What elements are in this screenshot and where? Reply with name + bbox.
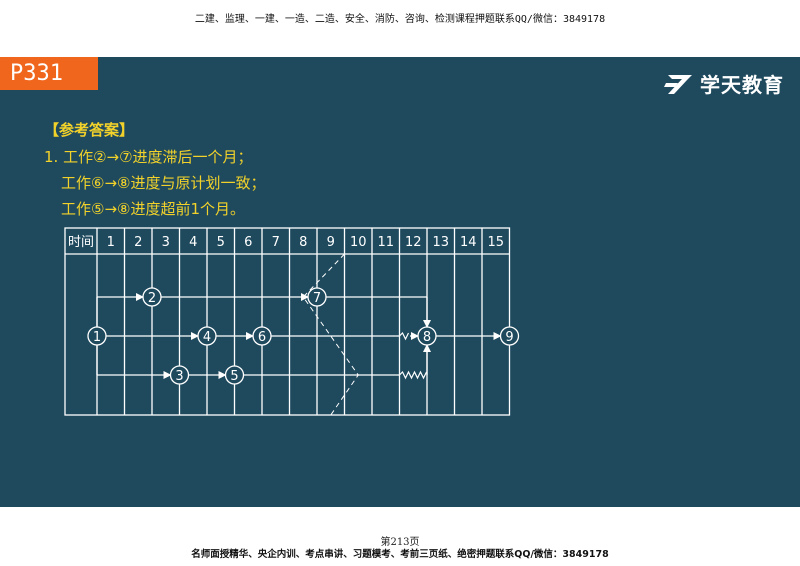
free-float-6-8 — [399, 331, 410, 341]
network-node-label: 8 — [423, 330, 431, 345]
answer-line-3: 工作⑤→⑧进度超前1个月。 — [61, 200, 246, 218]
network-node-1 — [87, 326, 107, 346]
time-column-label: 9 — [327, 235, 335, 250]
network-node-9 — [499, 326, 520, 346]
time-column-label: 14 — [460, 235, 477, 250]
footer-page-number: 第213页 — [380, 537, 420, 548]
footer-contact-text: 名师面授精华、央企内训、考点串讲、习题模考、考前三页纸、绝密押题联系QQ/微信：… — [191, 549, 609, 560]
time-column-label: 6 — [244, 235, 252, 250]
network-node-label: 9 — [505, 330, 513, 345]
answer-line-2: 工作⑥→⑧进度与原计划一致； — [61, 174, 266, 192]
time-column-label: 13 — [432, 235, 449, 250]
time-column-label: 8 — [299, 235, 307, 250]
network-node-7 — [307, 287, 327, 307]
network-node-5 — [224, 365, 245, 385]
time-column-label: 7 — [272, 235, 280, 250]
network-node-label: 3 — [175, 369, 183, 384]
answer-title: 【参考答案】 — [44, 121, 135, 139]
network-node-label: 6 — [258, 330, 266, 345]
answer-lines: 1. 工作②→⑦进度滞后一个月； 工作⑥→⑧进度与原计划一致； 工作⑤→⑧进度超… — [44, 144, 265, 222]
slide: P331 学天教育 【参考答案】 1. 工作②→⑦进度滞后一个月； 工作⑥→⑧进… — [0, 57, 800, 507]
table-frame — [64, 227, 511, 416]
network-node-label: 2 — [148, 291, 156, 306]
network-node-4 — [197, 326, 217, 346]
free-float-5-8 — [399, 370, 428, 380]
network-node-label: 5 — [230, 369, 238, 384]
network-node-8 — [417, 326, 437, 346]
header-contact-text: 二建、监理、一建、一造、二造、安全、消防、咨询、检测课程押题联系QQ/微信：38… — [194, 14, 606, 25]
time-column-label: 3 — [162, 235, 170, 250]
logo-text: 学天教育 — [700, 73, 784, 97]
time-column-label: 4 — [189, 235, 197, 250]
answer-line-1: 1. 工作②→⑦进度滞后一个月； — [44, 148, 253, 166]
network-node-3 — [169, 365, 190, 385]
time-column-label: 12 — [405, 235, 422, 250]
progress-check-line — [302, 253, 359, 416]
network-node-label: 4 — [203, 330, 211, 345]
time-column-label: 5 — [217, 235, 225, 250]
time-header-label: 时间 — [68, 235, 94, 250]
logo: 学天教育 — [664, 69, 784, 98]
network-node-2 — [142, 287, 162, 307]
logo-mark-icon — [664, 74, 692, 94]
time-column-label: 11 — [377, 235, 394, 250]
network-node-label: 1 — [93, 330, 101, 345]
time-column-label: 15 — [487, 235, 504, 250]
network-node-label: 7 — [313, 291, 321, 306]
page-badge: P331 — [0, 57, 98, 90]
network-node-6 — [252, 326, 272, 346]
time-column-label: 10 — [350, 235, 367, 250]
time-column-label: 2 — [134, 235, 142, 250]
time-column-label: 1 — [107, 235, 115, 250]
